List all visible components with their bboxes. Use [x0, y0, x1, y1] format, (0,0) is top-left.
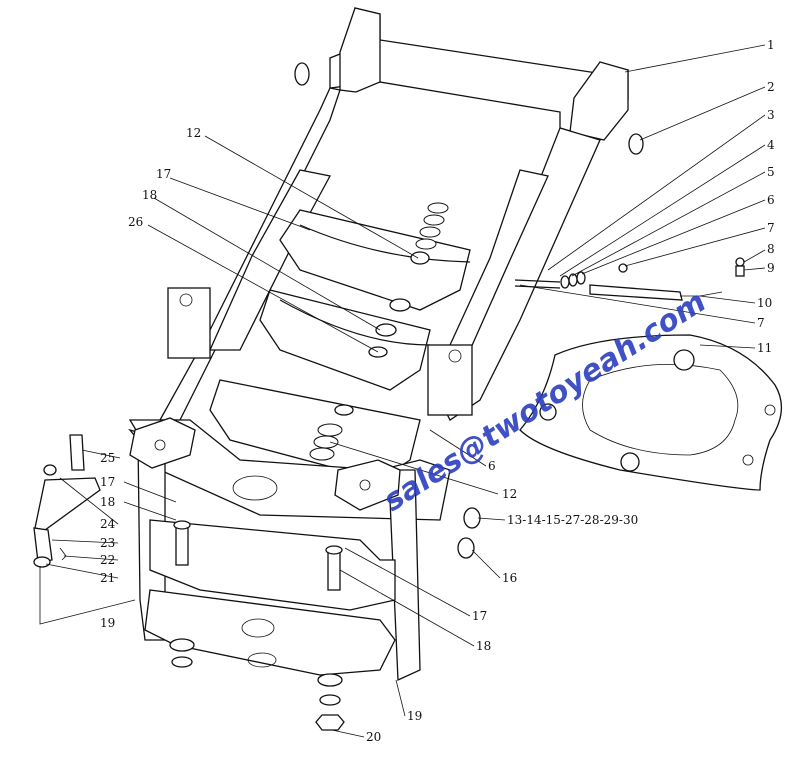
callout-17: 17: [156, 167, 171, 181]
callout-5: 5: [767, 165, 775, 179]
callout-8: 8: [767, 242, 775, 256]
callout-18c: 18: [476, 639, 491, 653]
callout-6: 6: [767, 193, 775, 207]
callout-11: 11: [757, 341, 772, 355]
callouts: 1 2 3 4 5 6 7 8 9 10 7 11 12 17 18 26 25…: [100, 38, 775, 744]
frame-body: [128, 7, 629, 731]
callout-13-30: 13-14-15-27-28-29-30: [507, 513, 638, 527]
callout-2: 2: [767, 80, 775, 94]
callout-3: 3: [767, 108, 775, 122]
callout-26: 26: [128, 215, 143, 229]
callout-12: 12: [186, 126, 201, 140]
callout-17b: 17: [100, 475, 115, 489]
callout-22: 22: [100, 553, 115, 567]
callout-17c: 17: [472, 609, 487, 623]
callout-7b: 7: [757, 316, 765, 330]
callout-16: 16: [502, 571, 517, 585]
link-arm: [33, 434, 101, 568]
callout-25: 25: [100, 451, 115, 465]
callout-18b: 18: [100, 495, 115, 509]
callout-21: 21: [100, 571, 115, 585]
callout-23: 23: [100, 536, 115, 550]
hardware-group: [514, 257, 745, 301]
callout-24: 24: [100, 517, 116, 531]
callout-7: 7: [767, 221, 775, 235]
callout-12b: 12: [502, 487, 517, 501]
side-plate: [519, 334, 782, 491]
leader-lines: [39, 44, 766, 738]
callout-6b: 6: [488, 459, 496, 473]
callout-20: 20: [366, 730, 381, 744]
callout-4: 4: [767, 138, 775, 152]
callout-1: 1: [767, 38, 775, 52]
callout-19: 19: [100, 616, 115, 630]
callout-9: 9: [767, 261, 775, 275]
bushings: [294, 62, 644, 559]
callout-10: 10: [757, 296, 772, 310]
callout-18: 18: [142, 188, 157, 202]
callout-19b: 19: [407, 709, 422, 723]
